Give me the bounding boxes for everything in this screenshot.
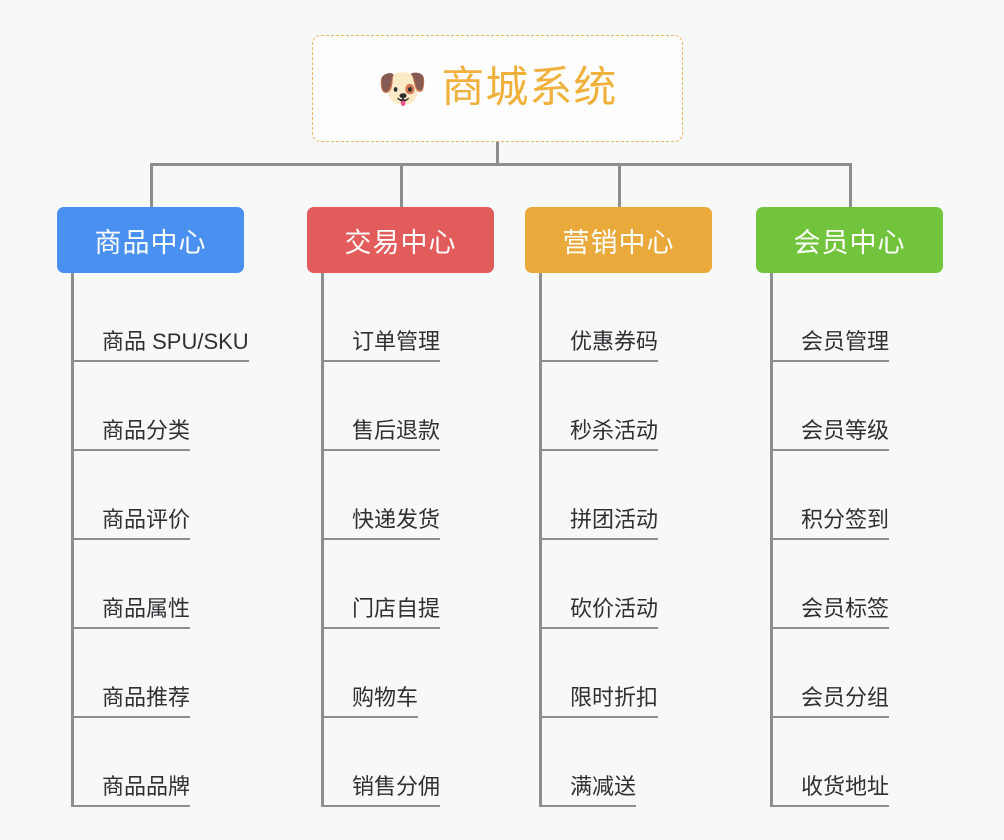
leaf-label: 销售分佣 [324,774,441,807]
list-item[interactable]: 售后退款 [324,362,526,451]
leaf-label: 售后退款 [324,418,441,451]
leaf-column-4: 会员管理 会员等级 积分签到 会员标签 会员分组 收货地址 [770,273,975,807]
leaf-label: 砍价活动 [542,596,659,629]
leaf-label: 限时折扣 [542,685,659,718]
leaf-label: 秒杀活动 [542,418,659,451]
leaf-label: 商品推荐 [74,685,191,718]
category-label-2: 交易中心 [344,227,457,258]
leaf-column-3: 优惠券码 秒杀活动 拼团活动 砍价活动 限时折扣 满减送 [539,273,744,807]
category-box-2[interactable]: 交易中心 [307,207,494,273]
list-item[interactable]: 购物车 [324,629,526,718]
list-item[interactable]: 会员分组 [773,629,975,718]
list-item[interactable]: 销售分佣 [324,718,526,807]
leaf-label: 拼团活动 [542,507,659,540]
list-item[interactable]: 限时折扣 [542,629,744,718]
connector-horizontal-bus [150,163,852,166]
list-item[interactable]: 积分签到 [773,451,975,540]
connector-root-stem [496,142,499,165]
list-item[interactable]: 会员标签 [773,540,975,629]
leaf-label: 收货地址 [773,774,890,807]
list-item[interactable]: 商品 SPU/SKU [74,273,276,362]
leaf-label: 商品属性 [74,596,191,629]
root-node-mall-system[interactable]: 🐶 商城系统 [312,35,683,142]
list-item[interactable]: 拼团活动 [542,451,744,540]
leaf-label: 门店自提 [324,596,441,629]
list-item[interactable]: 秒杀活动 [542,362,744,451]
list-item[interactable]: 商品品牌 [74,718,276,807]
list-item[interactable]: 优惠券码 [542,273,744,362]
list-item[interactable]: 快递发货 [324,451,526,540]
list-item[interactable]: 门店自提 [324,540,526,629]
list-item[interactable]: 会员等级 [773,362,975,451]
category-label-3: 营销中心 [562,227,675,258]
leaf-label: 订单管理 [324,329,441,362]
leaf-label: 商品品牌 [74,774,191,807]
connector-drop-3 [618,163,621,209]
list-item[interactable]: 商品推荐 [74,629,276,718]
connector-drop-4 [849,163,852,209]
leaf-label: 会员等级 [773,418,890,451]
leaf-label: 商品 SPU/SKU [74,329,249,362]
leaf-label: 优惠券码 [542,329,659,362]
connector-drop-2 [400,163,403,209]
list-item[interactable]: 商品属性 [74,540,276,629]
category-box-3[interactable]: 营销中心 [525,207,712,273]
category-label-4: 会员中心 [793,227,906,258]
shiba-dog-icon: 🐶 [377,66,428,111]
leaf-label: 会员分组 [773,685,890,718]
leaf-column-2: 订单管理 售后退款 快递发货 门店自提 购物车 销售分佣 [321,273,526,807]
list-item[interactable]: 满减送 [542,718,744,807]
list-item[interactable]: 会员管理 [773,273,975,362]
list-item[interactable]: 收货地址 [773,718,975,807]
list-item[interactable]: 商品评价 [74,451,276,540]
category-box-1[interactable]: 商品中心 [57,207,244,273]
list-item[interactable]: 砍价活动 [542,540,744,629]
leaf-label: 快递发货 [324,507,441,540]
leaf-label: 积分签到 [773,507,890,540]
leaf-label: 商品分类 [74,418,191,451]
leaf-column-1: 商品 SPU/SKU 商品分类 商品评价 商品属性 商品推荐 商品品牌 [71,273,276,807]
root-node-title: 商城系统 [441,64,618,112]
leaf-label: 满减送 [542,774,637,807]
list-item[interactable]: 商品分类 [74,362,276,451]
list-item[interactable]: 订单管理 [324,273,526,362]
leaf-label: 会员管理 [773,329,890,362]
category-box-4[interactable]: 会员中心 [756,207,943,273]
category-label-1: 商品中心 [94,227,207,258]
leaf-label: 商品评价 [74,507,191,540]
leaf-label: 会员标签 [773,596,890,629]
connector-drop-1 [150,163,153,209]
leaf-label: 购物车 [324,685,419,718]
